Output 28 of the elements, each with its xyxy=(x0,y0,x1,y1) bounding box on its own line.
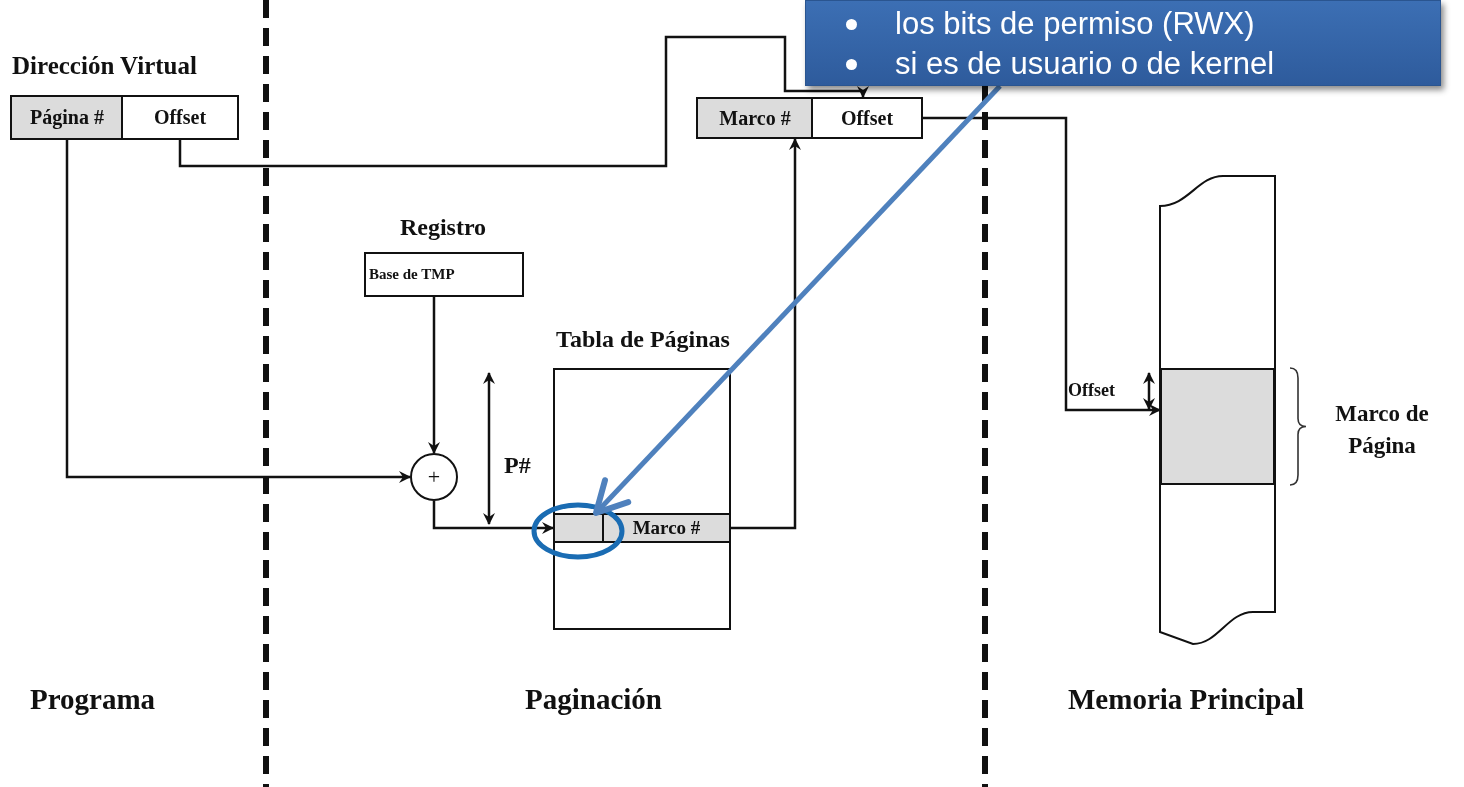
table-cell: Marco # xyxy=(602,513,731,543)
table-cell: Offset xyxy=(121,95,239,140)
arrow xyxy=(65,140,411,483)
adder-circle: + xyxy=(410,453,458,501)
region-label: Programa xyxy=(30,683,156,716)
dimension-label: Offset xyxy=(1068,380,1115,401)
region-label: Memoria Principal xyxy=(1068,683,1304,716)
arrow xyxy=(432,501,554,534)
register-box: Base de TMP xyxy=(364,252,524,297)
page-frame xyxy=(1160,368,1275,485)
frame-label: Marco de Página xyxy=(1334,400,1430,460)
dimension-label: P# xyxy=(504,452,531,479)
bullet-text: si es de usuario o de kernel xyxy=(895,46,1275,82)
arrow xyxy=(923,116,1161,416)
table-cell: Marco # xyxy=(696,97,814,139)
table-cell: Offset xyxy=(811,97,923,139)
pointer-arrow xyxy=(593,84,1002,516)
arrow xyxy=(178,35,869,168)
heading: Registro xyxy=(398,214,488,241)
table-cell xyxy=(553,513,605,543)
region-label: Paginación xyxy=(525,683,662,716)
callout-box xyxy=(805,0,1441,86)
heading: Tabla de Páginas xyxy=(555,326,731,353)
bullet-text: los bits de permiso (RWX) xyxy=(895,6,1255,42)
heading: Dirección Virtual xyxy=(12,52,197,80)
arrow xyxy=(731,138,801,530)
arrow xyxy=(428,297,440,454)
table-cell: Página # xyxy=(10,95,124,140)
